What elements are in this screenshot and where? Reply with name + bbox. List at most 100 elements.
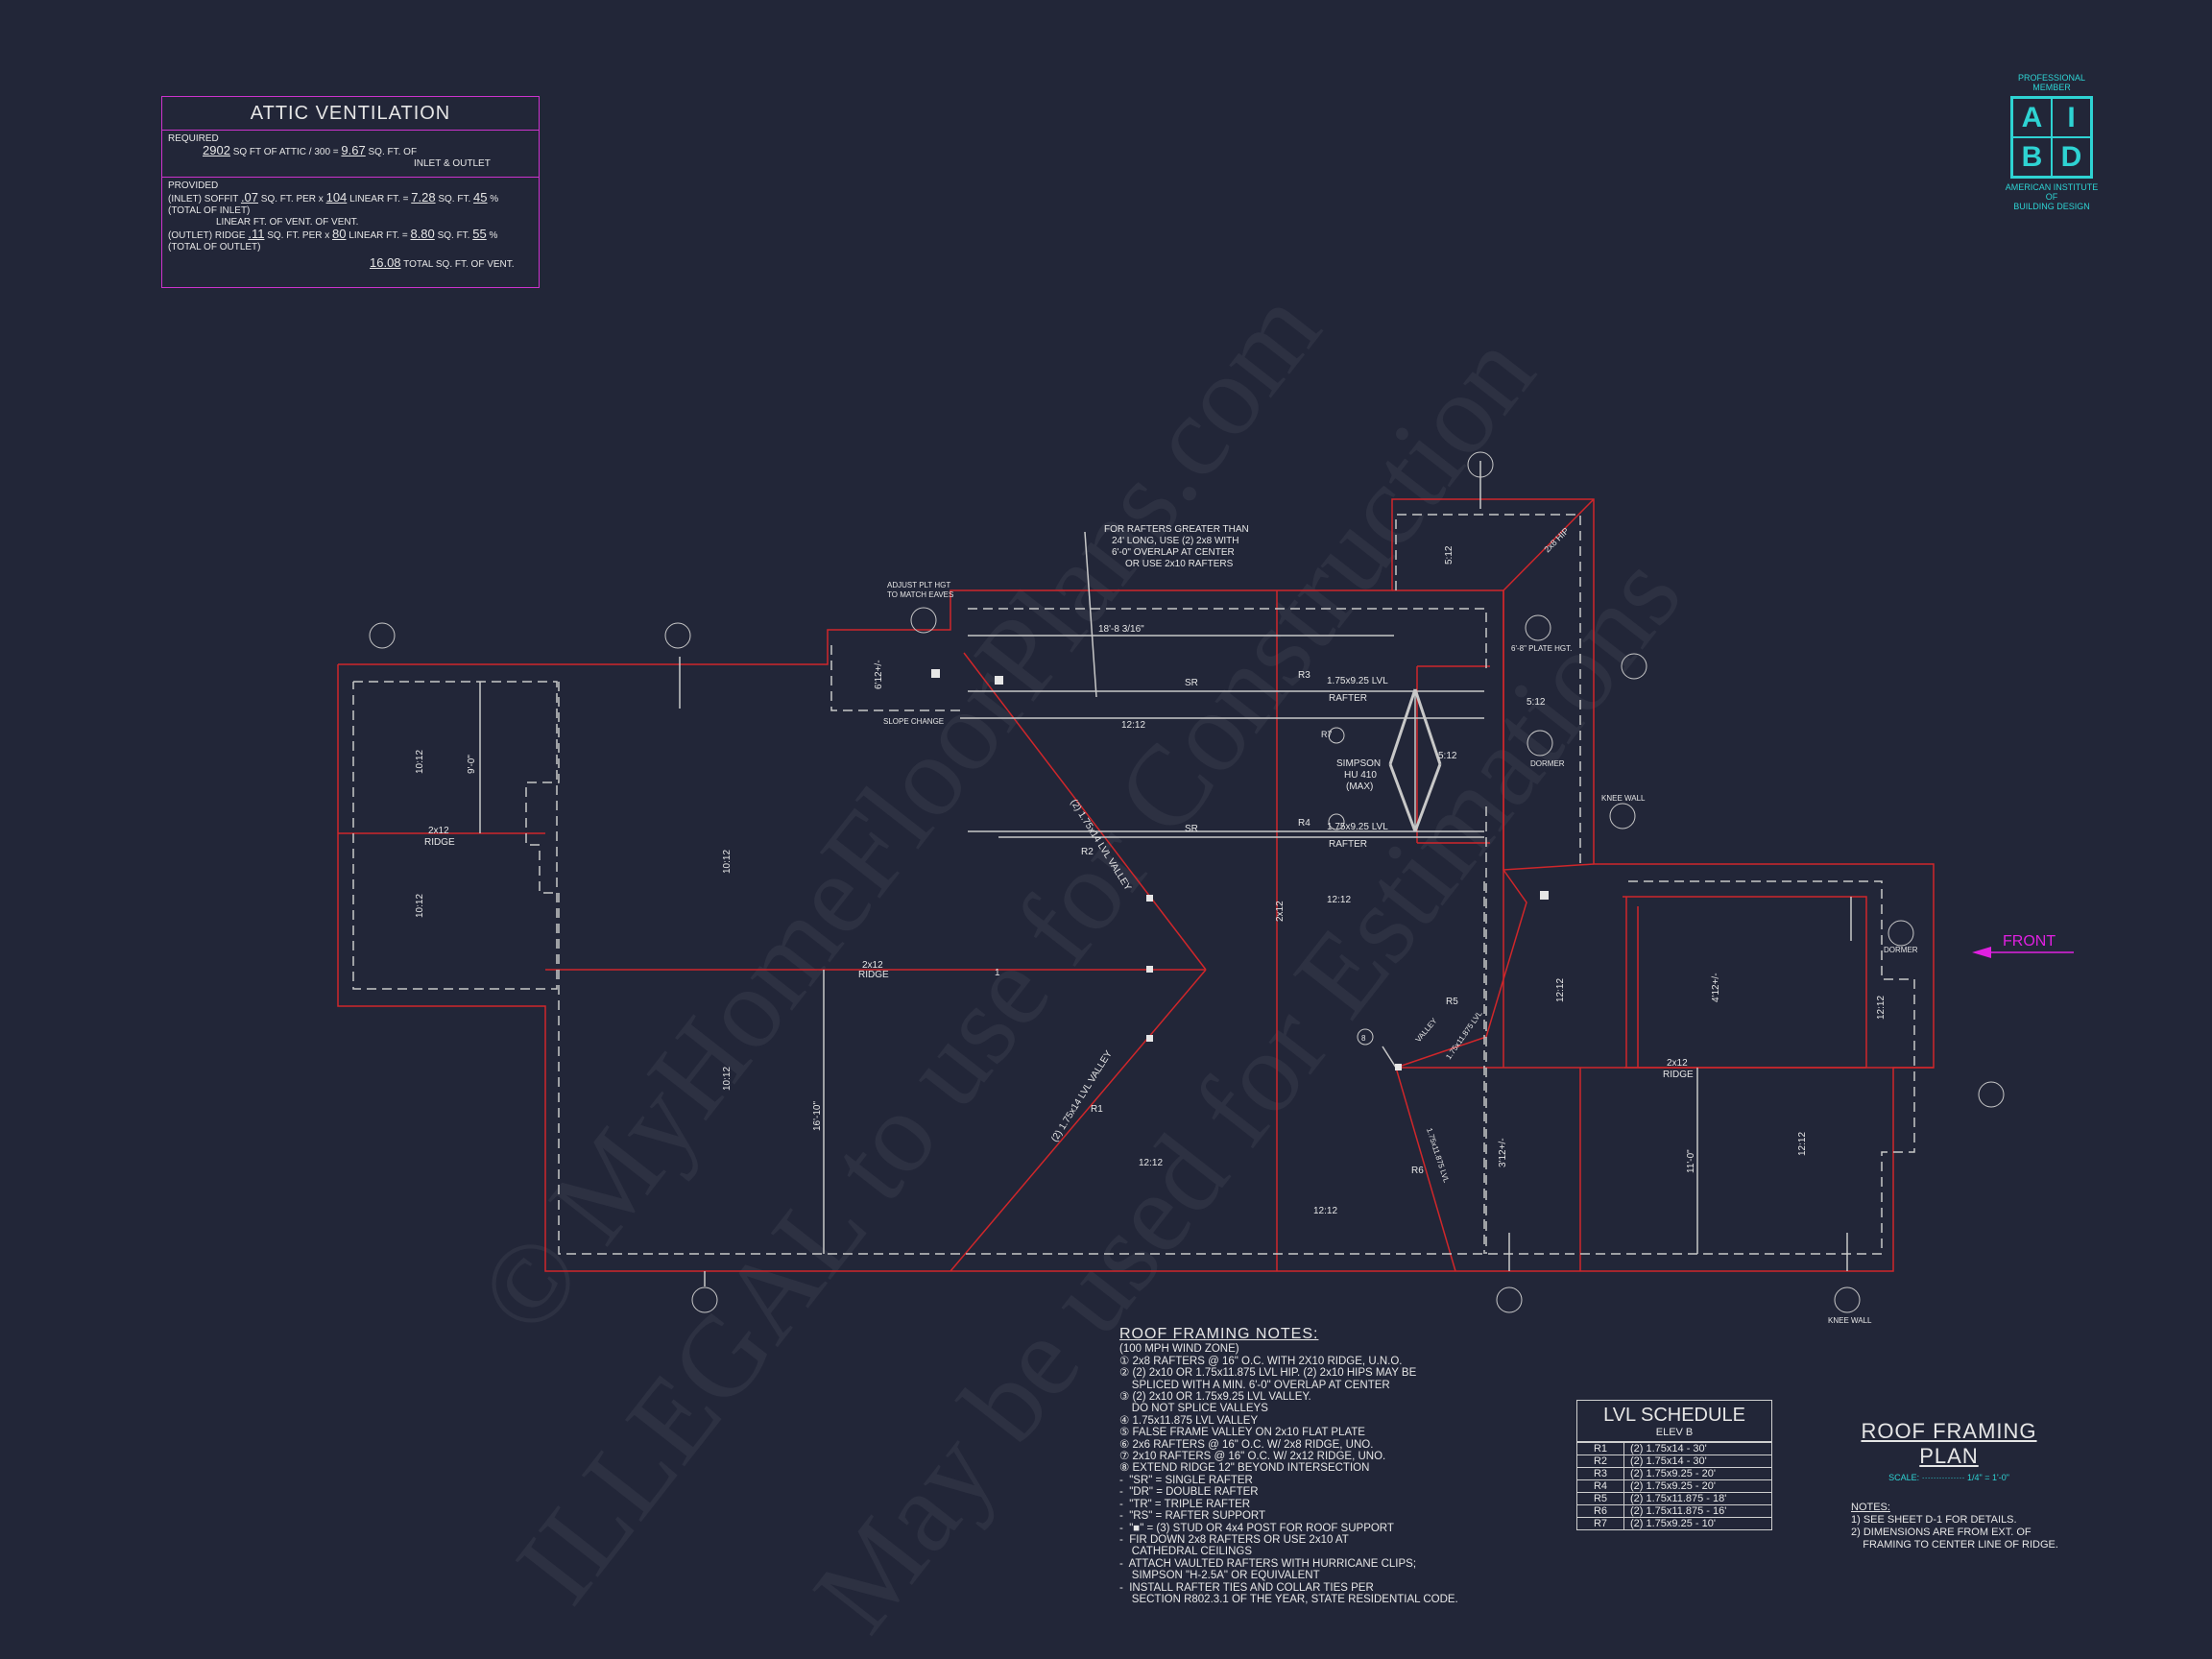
- pitch-g: 10:12: [415, 750, 425, 774]
- outlet-linear: LINEAR FT. =: [349, 230, 408, 241]
- soffit-factor: .07: [240, 190, 259, 204]
- outlet-label: (OUTLET): [168, 230, 213, 241]
- note-item: CATHEDRAL CEILINGS: [1119, 1546, 1253, 1558]
- lvl-schedule: LVL SCHEDULE ELEV B R1(2) 1.75x14 - 30' …: [1576, 1400, 1772, 1530]
- ridge-2x12-right: 2x12: [1667, 1058, 1688, 1069]
- soffit-label: SOFFIT: [204, 194, 239, 204]
- note-item: - FIR DOWN 2x8 RAFTERS OR USE 2x10 AT: [1119, 1533, 1349, 1546]
- note-item: (100 MPH WIND ZONE): [1119, 1343, 1239, 1356]
- slope-change-label: SLOPE CHANGE: [883, 717, 944, 726]
- note-item: - "DR" = DOUBLE RAFTER: [1119, 1486, 1259, 1499]
- attic-ventilation-title: ATTIC VENTILATION: [162, 97, 539, 131]
- outlet-sqft: 8.80: [410, 227, 435, 241]
- pitch-k: 12:12: [1555, 978, 1566, 1002]
- outlet-sqft-text: SQ. FT.: [437, 230, 470, 241]
- ridge-2x12-left: 2x12: [428, 826, 449, 836]
- framing-lines: [479, 461, 1852, 1286]
- adjust-note-1: ADJUST PLT HGT: [887, 581, 950, 589]
- pitch-f: 5:12: [1438, 751, 1457, 761]
- required-text-1: SQ. FT. OF: [368, 147, 418, 157]
- attic-ventilation-table: ATTIC VENTILATION REQUIRED 2902 SQ FT OF…: [161, 96, 540, 288]
- note-item: ③ (2) 2x10 OR 1.75x9.25 LVL VALLEY.: [1119, 1391, 1311, 1404]
- note-item: SECTION R802.3.1 OF THE YEAR, STATE RESI…: [1119, 1593, 1458, 1605]
- knee-wall-label-1: KNEE WALL: [1601, 794, 1646, 803]
- outlet-pct-text: % (TOTAL OF OUTLET): [168, 230, 498, 252]
- notes-title: ROOF FRAMING NOTES:: [1119, 1326, 1319, 1342]
- aibd-letter-i: I: [2052, 98, 2091, 137]
- total-text: TOTAL SQ. FT. OF VENT.: [403, 259, 515, 270]
- page-title: ROOF FRAMING PLAN: [1861, 1419, 2037, 1468]
- inlet-of-vent: OF VENT.: [315, 217, 359, 228]
- aibd-bottom-1: AMERICAN INSTITUTE: [2005, 182, 2099, 192]
- dim-9: 9'-0": [467, 755, 477, 774]
- front-label: FRONT: [2003, 933, 2056, 950]
- rafter-note-3: 6'-0" OVERLAP AT CENTER: [1112, 547, 1235, 558]
- inlet-per: SQ. FT. PER x: [260, 194, 324, 204]
- dim-412: 4'12+/-: [1711, 973, 1721, 1002]
- r7-label: R7: [1321, 730, 1333, 739]
- simpson-1: SIMPSON: [1336, 758, 1381, 769]
- r2-label: R2: [1081, 847, 1094, 857]
- ridge-center: RIDGE: [858, 970, 889, 980]
- pitch-l: 12:12: [1876, 996, 1887, 1020]
- inlet-linear: LINEAR FT. =: [349, 194, 409, 204]
- ridge-factor: .11: [248, 227, 265, 241]
- table-row: R6(2) 1.75x11.875 - 16': [1577, 1504, 1771, 1518]
- attic-text: SQ FT OF ATTIC / 300 =: [232, 147, 339, 157]
- r6-label: R6: [1411, 1166, 1424, 1176]
- outlet-per: SQ. FT. PER x: [267, 230, 330, 241]
- note-item: - "RS" = RAFTER SUPPORT: [1119, 1510, 1266, 1523]
- aibd-logo: PROFESSIONAL MEMBER A I B D AMERICAN INS…: [1999, 73, 2104, 211]
- table-row: R4(2) 1.75x9.25 - 20': [1577, 1479, 1771, 1493]
- hip-2x8: 2x8 HIP: [1542, 526, 1571, 555]
- rafter-note-4: OR USE 2x10 RAFTERS: [1125, 559, 1234, 569]
- roof-framing-notes: ROOF FRAMING NOTES: (100 MPH WIND ZONE) …: [1119, 1326, 1484, 1605]
- exterior-walls: [337, 498, 1935, 1272]
- plate-height: 6'-8" PLATE HGT.: [1511, 644, 1572, 653]
- note-item: ⑤ FALSE FRAME VALLEY ON 2x10 FLAT PLATE: [1119, 1427, 1365, 1439]
- simpson-2: HU 410: [1344, 770, 1377, 781]
- r1-label: R1: [1091, 1104, 1103, 1115]
- required-label: REQUIRED: [168, 133, 219, 144]
- required-text-2: INLET & OUTLET: [414, 158, 491, 169]
- r5-valley: VALLEY: [1414, 1016, 1439, 1044]
- pitch-c: 12:12: [1139, 1158, 1163, 1168]
- plate-lines: [352, 514, 1915, 1255]
- general-note-2: 2) DIMENSIONS ARE FROM EXT. OF: [1851, 1527, 2032, 1538]
- attic-sqft: 2902: [203, 143, 230, 157]
- ridge-right: RIDGE: [1663, 1070, 1694, 1080]
- note-item: ④ 1.75x11.875 LVL VALLEY: [1119, 1414, 1259, 1427]
- r4-label: R4: [1298, 818, 1310, 829]
- inlet-label: (INLET): [168, 194, 202, 204]
- r3-label: R3: [1298, 670, 1310, 681]
- valley-1-label: (2) 1.75x14 LVL VALLEY: [1068, 798, 1133, 893]
- sr-label-top: SR: [1185, 678, 1198, 688]
- general-note-1: 1) SEE SHEET D-1 FOR DETAILS.: [1851, 1514, 2017, 1526]
- valley-2-label: (2) 1.75x14 LVL VALLEY: [1049, 1048, 1115, 1143]
- hip-ridge-2x12: 2x12: [1275, 901, 1286, 922]
- inlet-sqft: 7.28: [411, 190, 436, 204]
- aibd-bottom-2: OF: [2045, 192, 2058, 202]
- aibd-letter-b: B: [2012, 137, 2052, 177]
- table-row: R5(2) 1.75x11.875 - 18': [1577, 1492, 1771, 1505]
- ridge-label: RIDGE: [214, 230, 246, 241]
- inlet-lf: 104: [325, 190, 348, 204]
- ridge-left: RIDGE: [424, 837, 455, 848]
- total-sqft: 16.08: [370, 255, 401, 270]
- inlet-pct: 45: [473, 190, 488, 204]
- r5-lvl: 1.75x11.875 LVL: [1444, 1009, 1484, 1061]
- r4-rafter: RAFTER: [1329, 839, 1367, 850]
- scale-value: 1/4" = 1'-0": [1967, 1473, 2009, 1482]
- sr-label-bottom: SR: [1185, 824, 1198, 834]
- aibd-letter-a: A: [2012, 98, 2052, 137]
- table-row: R7(2) 1.75x9.25 - 10': [1577, 1517, 1771, 1529]
- section-markers: [369, 451, 2005, 1313]
- note-item: - ATTACH VAULTED RAFTERS WITH HURRICANE …: [1119, 1557, 1417, 1570]
- pitch-b: 12:12: [1327, 895, 1351, 905]
- r6-lvl: 1.75x11.875 LVL: [1425, 1127, 1451, 1185]
- dim-312: 3'12+/-: [1498, 1138, 1508, 1167]
- note-item: DO NOT SPLICE VALLEYS: [1119, 1403, 1268, 1415]
- pitch-i: 10:12: [722, 850, 733, 874]
- table-row: R3(2) 1.75x9.25 - 20': [1577, 1467, 1771, 1480]
